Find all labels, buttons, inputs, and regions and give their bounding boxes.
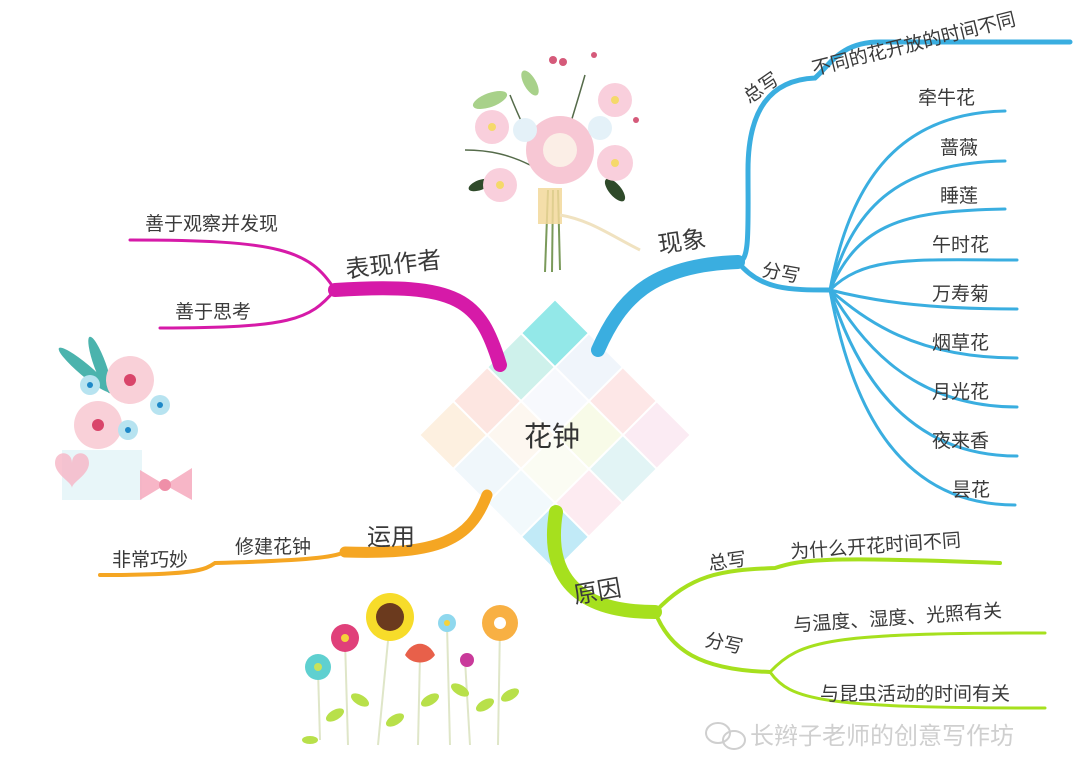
application-sub: 修建花钟: [235, 536, 311, 558]
phenomenon-detail-item: 蔷薇: [940, 137, 978, 159]
branch-label-author: 表现作者: [344, 246, 442, 284]
bouquet-top-decoration: [464, 52, 641, 273]
phenomenon-trunk: [591, 255, 745, 357]
bouquet-left-decoration: [55, 336, 192, 500]
branch-phenomenon: [591, 39, 1073, 507]
wechat-icon: [705, 722, 746, 750]
application-leaf: 非常巧妙: [112, 549, 188, 571]
phenomenon-detail-item: 牵牛花: [918, 87, 975, 109]
branch-application: [98, 489, 493, 577]
phenomenon-detail-item: 月光花: [932, 381, 989, 403]
phenomenon-detail-item: 午时花: [932, 234, 989, 256]
branch-author: [128, 238, 507, 372]
flower-garden-decoration: [302, 593, 520, 746]
phenomenon-detail-item: 夜来香: [932, 430, 989, 452]
reason-detail-item: 与昆虫活动的时间有关: [820, 683, 1010, 705]
reason-details-label: 分写: [703, 629, 745, 658]
author-item: 善于思考: [175, 301, 251, 323]
branch-label-phenomenon: 现象: [656, 225, 707, 259]
phenomenon-summary-label: 总写: [740, 68, 784, 108]
watermark-text: 长辫子老师的创意写作坊: [750, 722, 1014, 750]
phenomenon-detail-item: 万寿菊: [932, 283, 989, 305]
phenomenon-detail-item: 睡莲: [940, 185, 978, 207]
branch-label-application: 运用: [367, 523, 415, 551]
author-item: 善于观察并发现: [145, 213, 278, 235]
phenomenon-detail-item: 烟草花: [932, 332, 989, 354]
reason-summary-label: 总写: [707, 548, 748, 575]
watermark: 长辫子老师的创意写作坊: [705, 722, 1014, 750]
phenomenon-detail-item: 昙花: [952, 479, 990, 501]
branch-reason: [547, 505, 1047, 710]
reason-detail-item: 与温度、湿度、光照有关: [793, 600, 1003, 637]
center-node-label: 花钟: [524, 420, 580, 453]
